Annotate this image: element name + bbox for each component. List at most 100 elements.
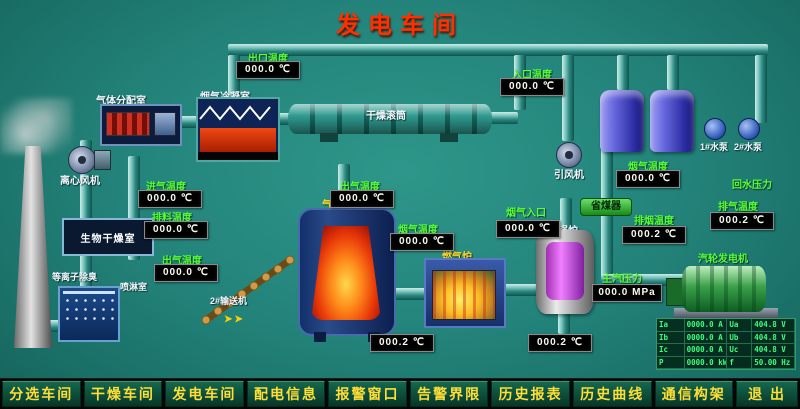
pipe-segment <box>755 55 767 123</box>
discharge-temp-label: 排料温度 <box>152 213 192 224</box>
pipe-segment <box>228 44 768 56</box>
gas-furnace <box>424 258 506 328</box>
spray-room-label: 喷淋室 <box>120 282 148 292</box>
gasifier-leg <box>314 332 326 342</box>
fluegas-temp-right-display: 000.0 ℃ <box>616 170 680 188</box>
gasifier-flame <box>311 226 381 320</box>
gas-furnace-label: 燃气炉 <box>442 248 472 263</box>
pipe-segment <box>80 250 92 290</box>
table-cell: 0000.0 kW <box>684 356 728 369</box>
intake-temp-display: 000.0 ℃ <box>138 190 202 208</box>
power-distribution-info-button[interactable]: 配电信息 <box>246 381 326 407</box>
main-steam-pressure-label: 主汽压力 <box>602 274 642 285</box>
centrifugal-fan-label: 离心风机 <box>60 176 100 187</box>
sorting-workshop-button[interactable]: 分选车间 <box>2 381 81 407</box>
exit-button[interactable]: 退 出 <box>736 381 799 407</box>
spray-room <box>58 286 120 342</box>
table-cell: 50.00 Hz <box>752 356 795 369</box>
fluegas-inlet-display: 000.0 ℃ <box>496 220 560 238</box>
generator-data-table: Ia 0000.0 A Ua 404.8 V Ib 0000.0 A Ub 40… <box>656 318 796 370</box>
comm-framework-button[interactable]: 通信构架 <box>654 381 734 407</box>
boiler-bottom-temp-display: 000.2 ℃ <box>528 334 592 352</box>
water-pump-2 <box>738 118 760 140</box>
alarm-window-button[interactable]: 报警窗口 <box>328 381 407 407</box>
fan-hub <box>565 151 573 159</box>
alarm-limit-button[interactable]: 告警界限 <box>409 381 489 407</box>
fluegas-temp-mid-label: 烟气温度 <box>398 225 438 236</box>
exhaust-fluegas-temp-label: 排烟温度 <box>634 216 674 227</box>
gas-distribution-panel <box>154 112 176 136</box>
turbine-generator <box>682 266 766 312</box>
drying-workshop-button[interactable]: 干燥车间 <box>83 381 163 407</box>
table-cell: 0000.0 A <box>684 319 728 332</box>
condenser-base <box>198 152 278 160</box>
gas-distribution-room <box>100 104 182 146</box>
pipe-segment <box>558 310 570 334</box>
bio-drying-room-label: 生物干燥室 <box>80 233 136 245</box>
fan-hub <box>78 156 86 164</box>
history-report-button[interactable]: 历史报表 <box>491 381 570 407</box>
fluegas-inlet-label: 烟气入口 <box>506 208 546 219</box>
table-cell: Ib <box>657 331 685 344</box>
conveyor-icon <box>201 255 295 325</box>
pipe-segment <box>80 174 92 220</box>
economizer-badge: 省煤器 <box>580 198 632 216</box>
furnace-bottom-temp-display: 000.2 ℃ <box>370 334 434 352</box>
conveyor-label: 2#输送机 <box>210 296 248 306</box>
drying-drum <box>288 104 492 134</box>
main-steam-pressure-display: 000.0 MPa <box>592 284 662 302</box>
exhaust-steam-temp-display: 000.2 ℃ <box>710 212 774 230</box>
history-curve-button[interactable]: 历史曲线 <box>572 381 652 407</box>
turbine-generator-label: 汽轮发电机 <box>698 254 748 265</box>
return-water-pressure-label: 回水压力 <box>732 180 772 191</box>
exhaust-steam-temp-label: 排气温度 <box>718 202 758 213</box>
outgas-temp-left-label: 出气温度 <box>162 256 202 267</box>
table-cell: P <box>657 356 685 369</box>
plasma-label: 等离子除臭 <box>52 272 98 282</box>
smoke <box>0 98 72 154</box>
condenser-liquid <box>200 128 276 152</box>
pipe-segment <box>500 284 538 296</box>
gasifier-outgas-temp-label: 出气温度 <box>340 182 380 193</box>
induced-fan-icon <box>556 142 582 168</box>
bio-drying-room: 生物干燥室 <box>62 218 154 256</box>
condenser-coil-icon <box>199 105 271 121</box>
table-cell: 404.8 V <box>752 344 795 357</box>
storage-tank-1 <box>600 90 644 152</box>
drum-support <box>320 133 338 142</box>
pipe-segment <box>667 55 679 90</box>
pipe-segment <box>617 55 629 90</box>
fluegas-temp-mid-display: 000.0 ℃ <box>390 233 454 251</box>
pipe-segment <box>562 55 574 141</box>
table-cell: 0000.0 A <box>684 344 728 357</box>
inlet-temp-display: 000.0 ℃ <box>500 78 564 96</box>
water-pump-1 <box>704 118 726 140</box>
pipe-segment <box>390 288 426 300</box>
centrifugal-fan-icon <box>68 146 96 174</box>
spray-droplets <box>63 296 115 324</box>
generator-base <box>674 308 778 318</box>
furnace-flame-screen <box>432 270 496 320</box>
intake-temp-label: 进气温度 <box>146 182 186 193</box>
outlet-temp-label: 出口温度 <box>248 54 288 65</box>
outlet-temp-display: 000.0 ℃ <box>236 61 300 79</box>
chimney <box>14 146 52 348</box>
table-cell: Uc <box>727 344 753 357</box>
fan-motor <box>94 150 111 170</box>
table-cell: f <box>727 356 753 369</box>
table-cell: Ub <box>727 331 753 344</box>
drum-support <box>440 133 458 142</box>
inlet-temp-label: 入口温度 <box>512 70 552 81</box>
fluegas-temp-right-label: 烟气温度 <box>628 162 668 173</box>
drying-drum-label: 干燥滚筒 <box>366 111 406 122</box>
spray-nozzle-bar <box>63 291 115 294</box>
table-cell: Ic <box>657 344 685 357</box>
drum-shine <box>288 104 492 134</box>
induced-fan-label: 引风机 <box>554 170 584 181</box>
outgas-temp-left-display: 000.0 ℃ <box>154 264 218 282</box>
discharge-temp-display: 000.0 ℃ <box>144 221 208 239</box>
table-cell: Ia <box>657 319 685 332</box>
power-workshop-button[interactable]: 发电车间 <box>165 381 244 407</box>
page-title: 发电车间 <box>336 12 464 39</box>
